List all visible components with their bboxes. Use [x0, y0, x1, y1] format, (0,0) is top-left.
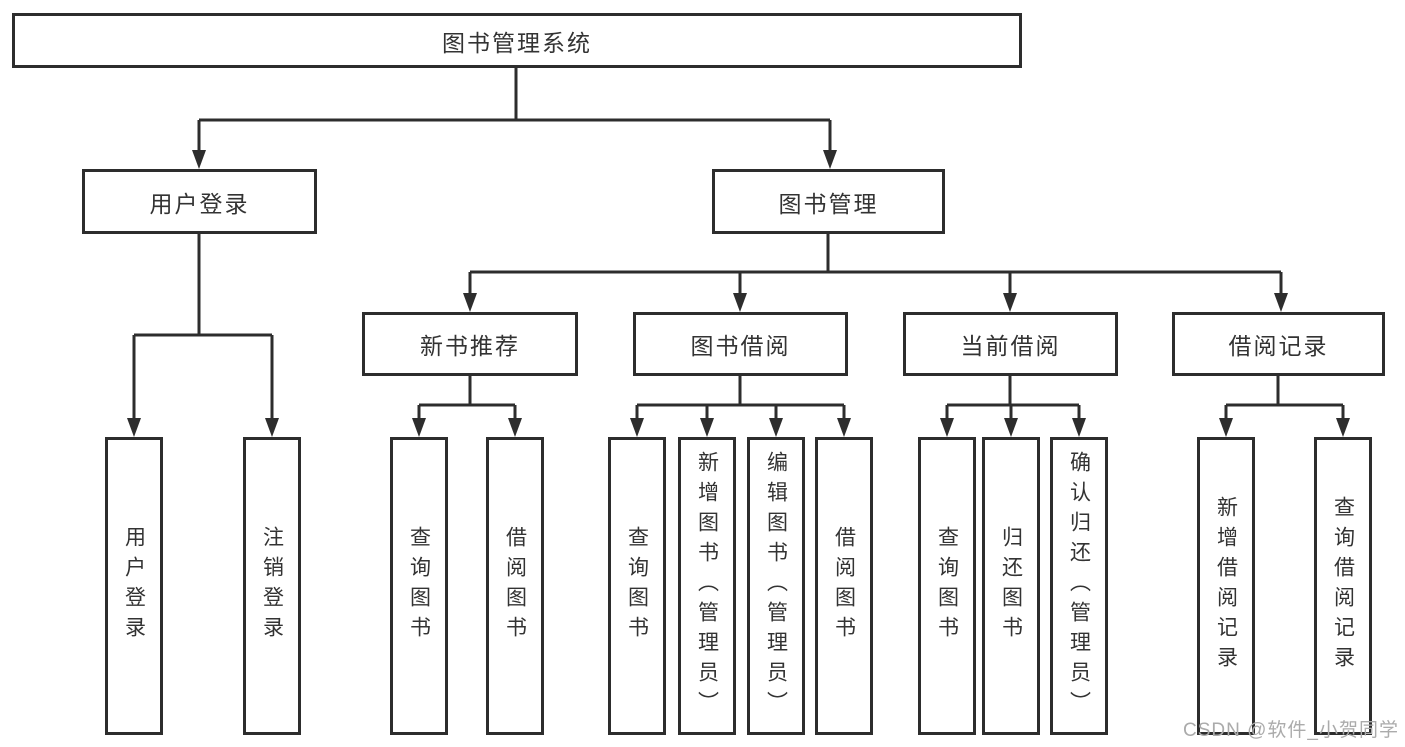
arrowhead [630, 418, 644, 437]
leaf-borrow-books-borrowing: 借阅图书 [815, 437, 873, 735]
connector-book-borrow-children [630, 376, 851, 437]
connector-current-borrow-children [940, 376, 1086, 437]
arrowhead [265, 418, 279, 437]
node-borrowing-records: 借阅记录 [1172, 312, 1385, 376]
leaf-query-books-current: 查询图书 [918, 437, 976, 735]
connector-book-mgmt-to-level3 [463, 234, 1288, 312]
arrowhead [1072, 418, 1086, 437]
node-new-book-recommend: 新书推荐 [362, 312, 578, 376]
leaf-confirm-return-admin: 确认归还（管理员） [1050, 437, 1108, 735]
arrowhead [733, 293, 747, 312]
arrowhead [1274, 293, 1288, 312]
arrowhead [700, 418, 714, 437]
arrowhead [127, 418, 141, 437]
arrowhead [463, 293, 477, 312]
arrowhead [1219, 418, 1233, 437]
connector-borrow-records-children [1219, 376, 1350, 437]
node-book-management: 图书管理 [712, 169, 945, 234]
leaf-user-login: 用户登录 [105, 437, 163, 735]
arrowhead [837, 418, 851, 437]
arrowhead [769, 418, 783, 437]
leaf-borrow-books-recommend: 借阅图书 [486, 437, 544, 735]
connector-root-to-level2 [192, 68, 837, 169]
node-book-borrowing: 图书借阅 [633, 312, 848, 376]
connector-user-login-children [127, 234, 279, 437]
leaf-query-books-recommend: 查询图书 [390, 437, 448, 735]
arrowhead [412, 418, 426, 437]
arrowhead [1003, 293, 1017, 312]
arrowhead [1336, 418, 1350, 437]
arrowhead [508, 418, 522, 437]
arrowhead [940, 418, 954, 437]
arrowhead [1004, 418, 1018, 437]
node-user-login: 用户登录 [82, 169, 317, 234]
arrowhead [823, 150, 837, 169]
leaf-add-borrow-record: 新增借阅记录 [1197, 437, 1255, 735]
leaf-query-books-borrowing: 查询图书 [608, 437, 666, 735]
leaf-query-borrow-record: 查询借阅记录 [1314, 437, 1372, 735]
connector-new-books-children [412, 376, 522, 437]
leaf-edit-book-admin: 编辑图书（管理员） [747, 437, 805, 735]
leaf-add-book-admin: 新增图书（管理员） [678, 437, 736, 735]
arrowhead [192, 150, 206, 169]
node-current-borrowing: 当前借阅 [903, 312, 1118, 376]
node-root-system: 图书管理系统 [12, 13, 1022, 68]
leaf-logout: 注销登录 [243, 437, 301, 735]
leaf-return-book: 归还图书 [982, 437, 1040, 735]
csdn-watermark: CSDN @软件_小贺同学 [1183, 720, 1399, 741]
